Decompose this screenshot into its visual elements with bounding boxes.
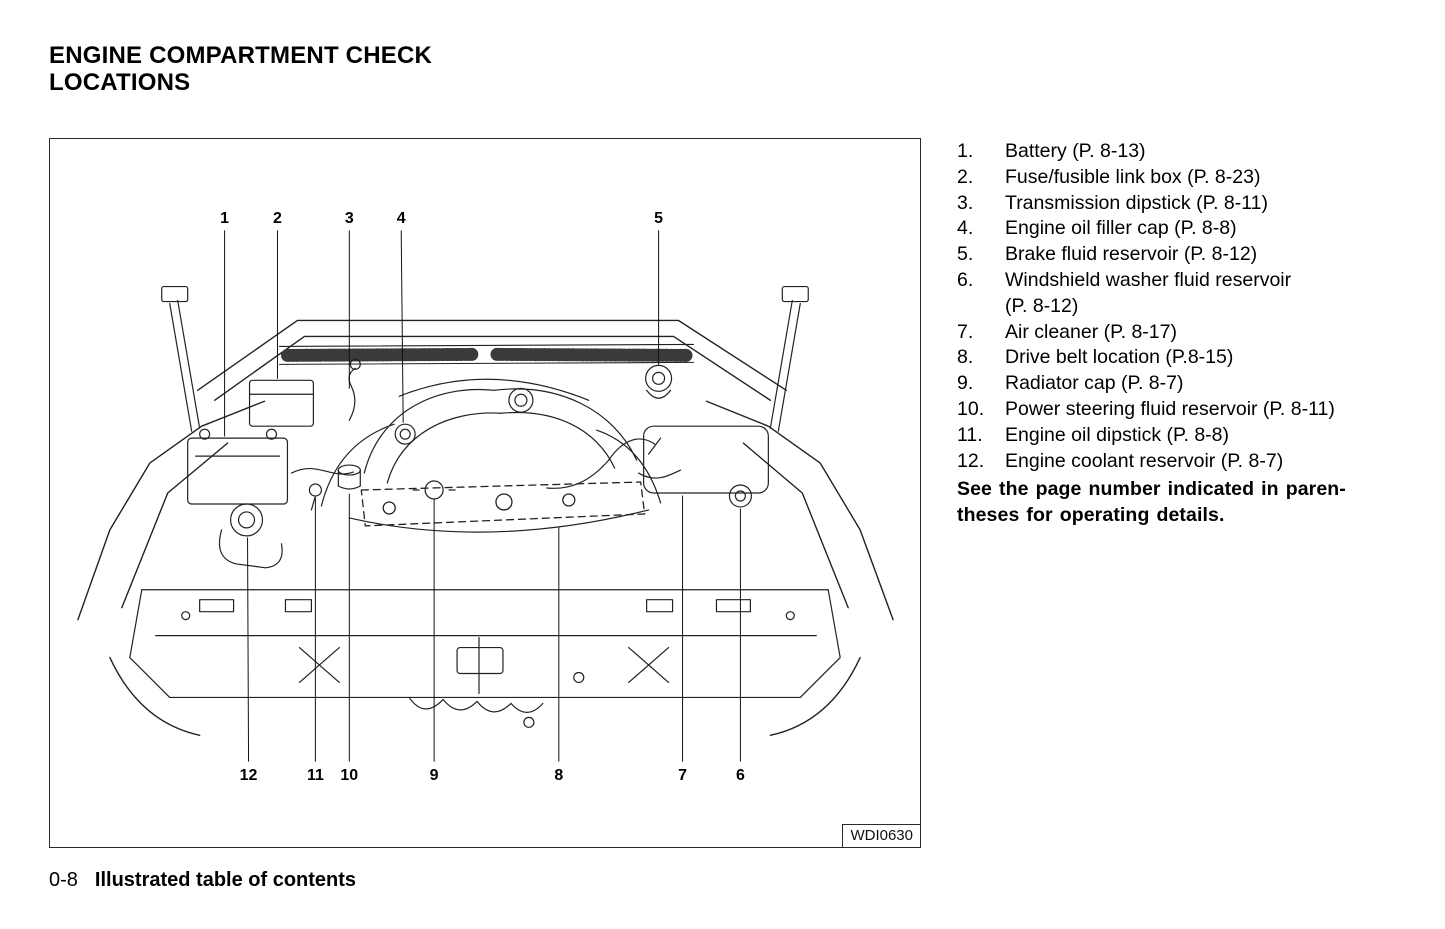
page-title-line-2: LOCATIONS	[49, 69, 191, 96]
legend-item: 12. Engine coolant reservoir (P. 8-7)	[957, 449, 1397, 475]
legend-item-number: 1.	[957, 140, 974, 162]
legend-item: 3. Transmission dipstick (P. 8-11)	[957, 191, 1397, 217]
legend-item-number: 11.	[957, 423, 983, 446]
legend-item-text: Brake fluid reservoir (P. 8-12)	[1005, 243, 1258, 266]
legend-item: 10. Power steering fluid reservoir (P. 8…	[957, 397, 1397, 423]
legend-item-number: 6.	[957, 268, 974, 291]
drive-belt-area	[360, 481, 646, 527]
legend-item-number: 12.	[957, 449, 985, 472]
legend-item: 2. Fuse/fusible link box (P. 8-23)	[957, 165, 1397, 191]
legend-item-text: Power steering fluid reservoir (P. 8-11)	[1005, 397, 1335, 420]
legend-item: 11. Engine oil dipstick (P. 8-8)	[957, 423, 1397, 449]
callout-number: 7	[678, 767, 687, 784]
legend-item-text: Transmission dipstick (P. 8-11)	[1005, 191, 1268, 214]
legend-item-number: 7.	[957, 320, 974, 343]
page-footer: 0-8 Illustrated table of contents	[49, 869, 356, 892]
cowl-vents	[278, 343, 695, 365]
legend-note-line-2: theses for operating details.	[957, 504, 1225, 527]
legend-item-text: Engine oil dipstick (P. 8-8)	[1005, 423, 1230, 446]
callout-number: 4	[397, 210, 406, 227]
engine-compartment-figure: 1 2 3 4 5 12 11 10 9 8 7 6 WDI0630	[49, 138, 921, 848]
coolant-reservoir	[218, 503, 283, 569]
legend-item-number: 2.	[957, 165, 974, 188]
legend-item-text-line-1: Windshield washer fluid reservoir	[1005, 268, 1292, 291]
page-title: ENGINE COMPARTMENT CHECK LOCATIONS	[49, 42, 432, 96]
legend-list: 1. Battery (P. 8-13) 2. Fuse/fusible lin…	[957, 139, 1397, 529]
hood-struts	[161, 285, 809, 432]
transmission-dipstick	[348, 358, 361, 421]
body-outline	[77, 319, 894, 737]
callout-number: 11	[307, 767, 324, 784]
legend-item: 1. Battery (P. 8-13)	[957, 139, 1397, 165]
radiator-support	[129, 589, 841, 728]
callout-number: 10	[340, 767, 358, 784]
legend-item-text: Air cleaner (P. 8-17)	[1005, 320, 1177, 343]
oil-filler-cap	[394, 423, 416, 445]
legend-item: 7. Air cleaner (P. 8-17)	[957, 320, 1397, 346]
legend-item-number: 10.	[957, 397, 985, 420]
brake-fluid-reservoir	[645, 364, 673, 399]
legend-item-text: Radiator cap (P. 8-7)	[1005, 372, 1184, 395]
callout-number: 8	[554, 767, 563, 784]
legend-item-number: 5.	[957, 243, 974, 266]
footer-section-title: Illustrated table of contents	[94, 869, 357, 891]
radiator-cap	[412, 480, 456, 500]
callout-number: 5	[654, 210, 663, 227]
legend-item: 5. Brake fluid reservoir (P. 8-12)	[957, 242, 1397, 268]
callout-number: 9	[430, 767, 439, 784]
footer-page-number: 0-8	[49, 869, 78, 891]
legend-item-text: Windshield washer fluid reservoir (P. 8-…	[1005, 268, 1397, 320]
legend-item: 9. Radiator cap (P. 8-7)	[957, 371, 1397, 397]
engine-compartment-illustration: 1 2 3 4 5 12 11 10 9 8 7 6	[77, 210, 894, 784]
legend-note: See the page number indicated in paren- …	[957, 477, 1397, 529]
legend-item-text-line-2: (P. 8-12)	[1005, 294, 1079, 317]
engine-block	[290, 378, 682, 533]
legend-item: 4. Engine oil filler cap (P. 8-8)	[957, 216, 1397, 242]
legend-item-number: 9.	[957, 372, 974, 395]
legend-item-text: Engine oil filler cap (P. 8-8)	[1005, 217, 1237, 240]
fuse-box	[248, 379, 314, 427]
engine-oil-dipstick	[308, 483, 322, 511]
legend-item-text: Engine coolant reservoir (P. 8-7)	[1005, 449, 1284, 472]
legend-item: 8. Drive belt location (P.8-15)	[957, 345, 1397, 371]
washer-fluid-cap	[728, 484, 752, 508]
legend-item-number: 3.	[957, 191, 974, 214]
page-title-line-1: ENGINE COMPARTMENT CHECK	[49, 42, 433, 69]
callout-number: 1	[220, 210, 229, 227]
legend-item-text: Battery (P. 8-13)	[1005, 140, 1146, 162]
legend-item-number: 8.	[957, 346, 974, 369]
callout-number: 3	[345, 210, 354, 227]
callout-number: 12	[240, 767, 258, 784]
legend-note-line-1: See the page number indicated in paren-	[957, 478, 1346, 501]
callout-numbers: 1 2 3 4 5 12 11 10 9 8 7 6	[220, 210, 745, 784]
air-cleaner	[546, 425, 769, 494]
callout-number: 2	[273, 210, 282, 227]
battery	[187, 428, 289, 505]
leader-lines	[224, 230, 741, 762]
callout-number: 6	[736, 767, 745, 784]
figure-code-label: WDI0630	[842, 824, 921, 848]
legend-item-text: Fuse/fusible link box (P. 8-23)	[1005, 165, 1261, 188]
legend-item: 6. Windshield washer fluid reservoir (P.…	[957, 268, 1397, 320]
legend-item-number: 4.	[957, 217, 974, 240]
legend-item-text: Drive belt location (P.8-15)	[1005, 346, 1234, 369]
power-steering-reservoir	[337, 464, 361, 490]
